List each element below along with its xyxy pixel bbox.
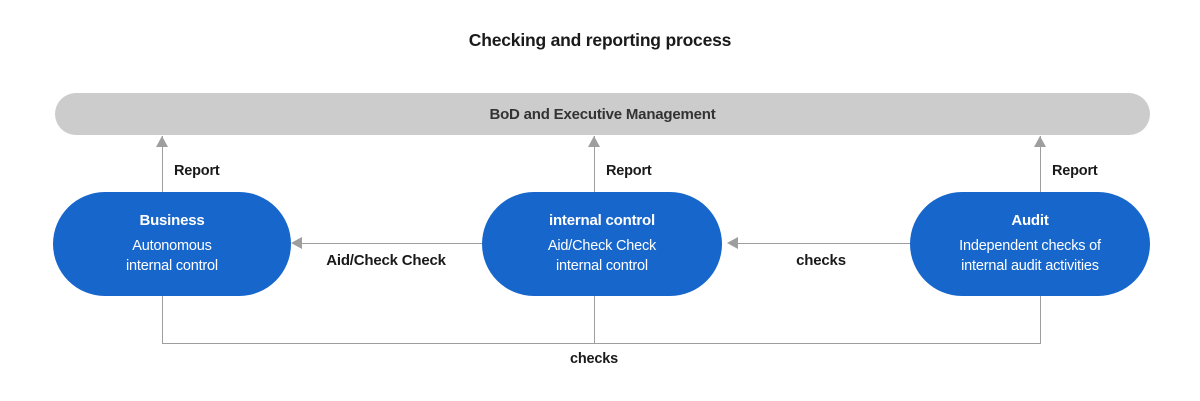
report-label: Report — [1052, 163, 1098, 179]
aid-check-label: Aid/Check Check — [326, 252, 446, 269]
node-description: Aid/Check Check internal control — [547, 238, 657, 274]
report-label: Report — [174, 163, 220, 179]
bod-bar-label: BoD and Executive Management — [489, 105, 716, 123]
bod-bar: BoD and Executive Management — [55, 93, 1150, 135]
node-description: Autonomous internal control — [126, 238, 218, 274]
node-audit: Audit Independent checks of internal aud… — [910, 192, 1150, 296]
bottom-connector-line — [162, 343, 1041, 344]
node-title: Audit — [1011, 212, 1049, 229]
arrow-left-icon — [291, 237, 302, 249]
node-business: Business Autonomous internal control — [53, 192, 291, 296]
diagram-title: Checking and reporting process — [468, 30, 732, 50]
bottom-checks-label: checks — [570, 351, 618, 367]
arrow-up-icon — [156, 136, 168, 147]
node-title: internal control — [549, 212, 655, 229]
arrow-up-icon — [588, 136, 600, 147]
checks-label: checks — [796, 252, 846, 269]
node-title: Business — [139, 212, 205, 229]
report-label: Report — [606, 163, 652, 179]
arrow-up-icon — [1034, 136, 1046, 147]
aid-check-arrow-line — [300, 243, 482, 244]
node-description: Independent checks of internal audit act… — [959, 238, 1101, 274]
checks-arrow-line — [736, 243, 910, 244]
arrow-left-icon — [727, 237, 738, 249]
node-internal-control: internal control Aid/Check Check interna… — [482, 192, 722, 296]
